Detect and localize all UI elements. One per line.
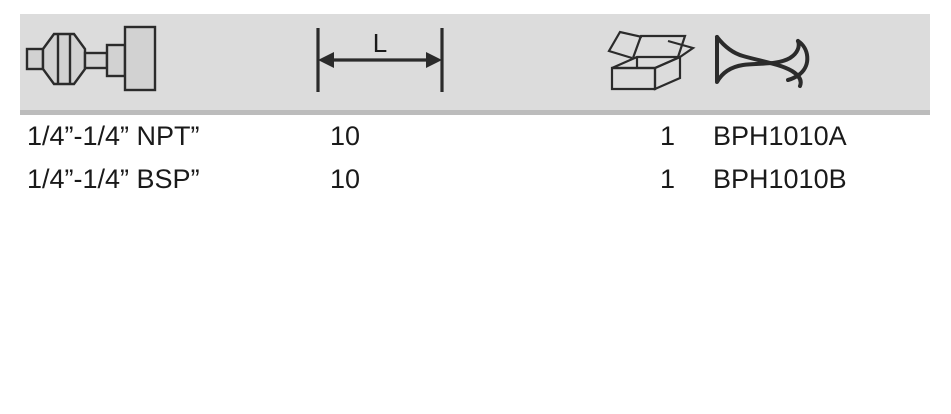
cell-part-number: BPH1010A xyxy=(713,121,847,151)
cell-part-number: BPH1010B xyxy=(713,164,847,194)
cell-pack-quantity: 1 xyxy=(659,121,675,151)
length-dimension-icon: L xyxy=(310,24,450,101)
fish-outline-icon xyxy=(710,24,815,99)
table-row: 1/4”-1/4” NPT” 10 1 BPH1010A xyxy=(0,115,951,158)
cell-pack-quantity: 1 xyxy=(659,164,675,194)
table-row: 1/4”-1/4” BSP” 10 1 BPH1010B xyxy=(0,158,951,201)
table-body: 1/4”-1/4” NPT” 10 1 BPH1010A 1/4”-1/4” B… xyxy=(0,115,951,201)
cell-length: 10 xyxy=(329,164,361,194)
grease-fitting-profile-icon xyxy=(24,22,158,101)
cell-thread-spec: 1/4”-1/4” NPT” xyxy=(27,121,200,151)
cell-length: 10 xyxy=(329,121,361,151)
header-separator-rule xyxy=(20,110,930,115)
length-axis-label: L xyxy=(373,28,387,58)
open-box-icon xyxy=(600,24,700,99)
cell-thread-spec: 1/4”-1/4” BSP” xyxy=(27,164,200,194)
